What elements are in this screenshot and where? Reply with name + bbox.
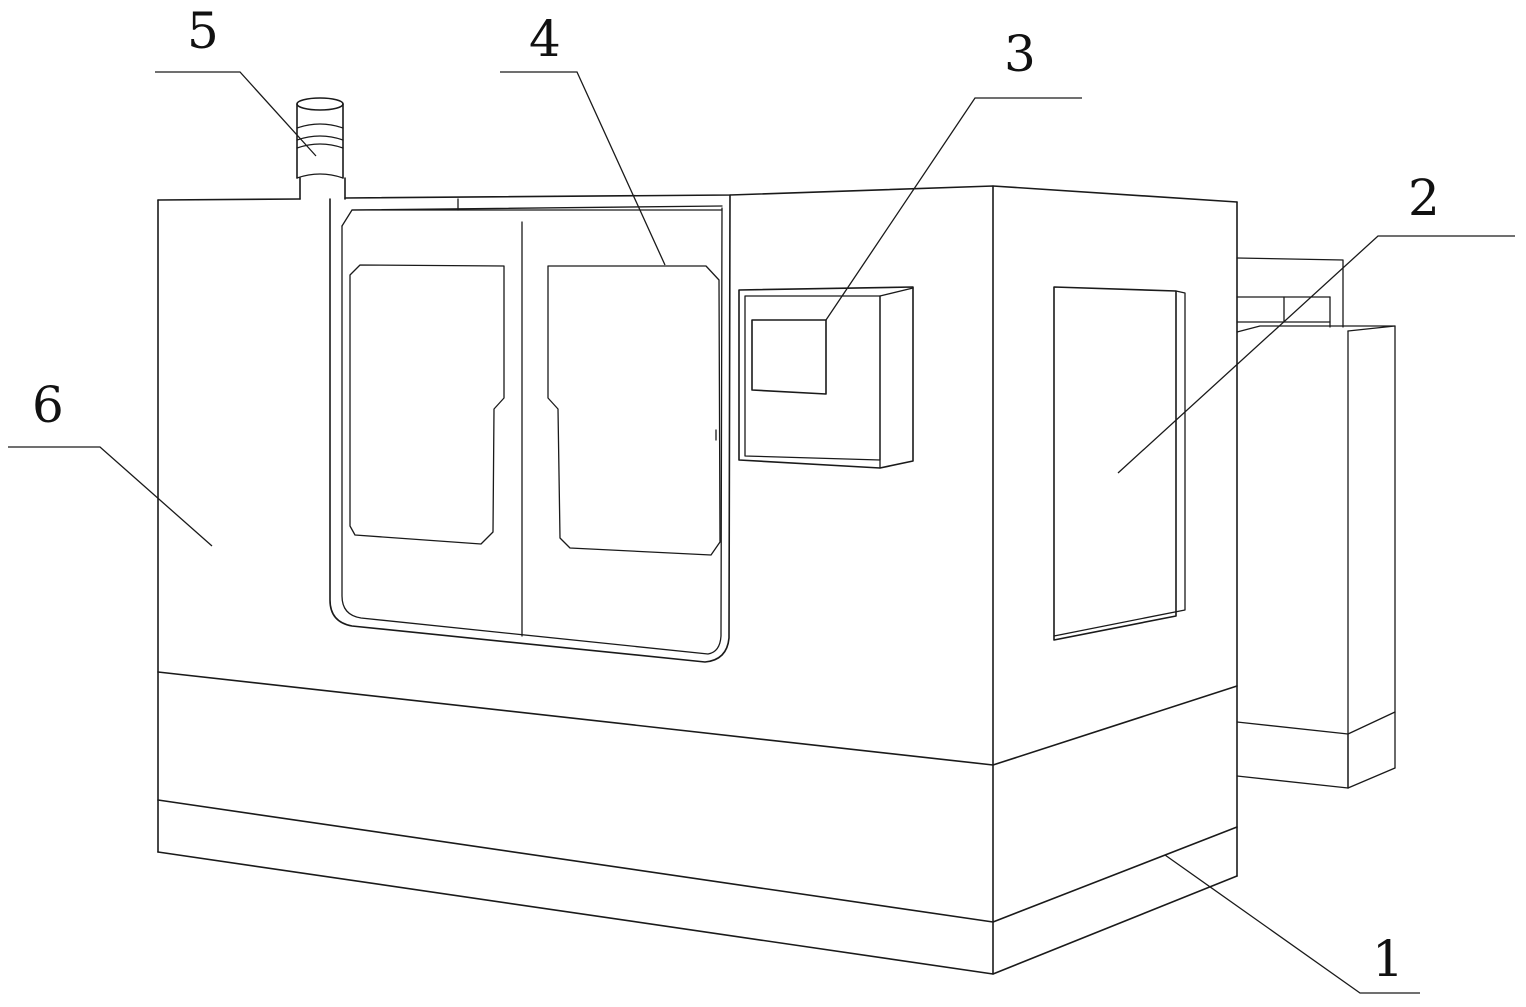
- rear-auxiliary-cabinet: [1236, 257, 1396, 789]
- display-screen: [751, 319, 827, 395]
- tower-light: [296, 97, 346, 200]
- leader-line-3: [825, 97, 1082, 321]
- leader-line-4: [500, 71, 666, 266]
- machine-body: [157, 185, 1238, 975]
- callout-label-4: 4: [529, 10, 561, 68]
- callout-label-5: 5: [187, 2, 219, 60]
- leader-line-5: [155, 71, 317, 157]
- leader-line-1: [1164, 854, 1420, 994]
- leader-line-2: [1117, 235, 1515, 474]
- side-window: [1053, 286, 1186, 641]
- leader-line-6: [8, 446, 213, 547]
- control-panel: [738, 286, 914, 469]
- left-door-window: [349, 264, 505, 545]
- callout-label-3: 3: [1004, 25, 1036, 83]
- leader-lines: [8, 71, 1515, 994]
- door-assembly: [329, 194, 731, 663]
- callout-label-2: 2: [1408, 169, 1440, 227]
- callout-label-1: 1: [1372, 930, 1404, 988]
- callout-labels: 5 4 3 2 6 1: [32, 2, 1440, 988]
- right-door-window: [547, 265, 721, 556]
- callout-label-6: 6: [32, 376, 64, 434]
